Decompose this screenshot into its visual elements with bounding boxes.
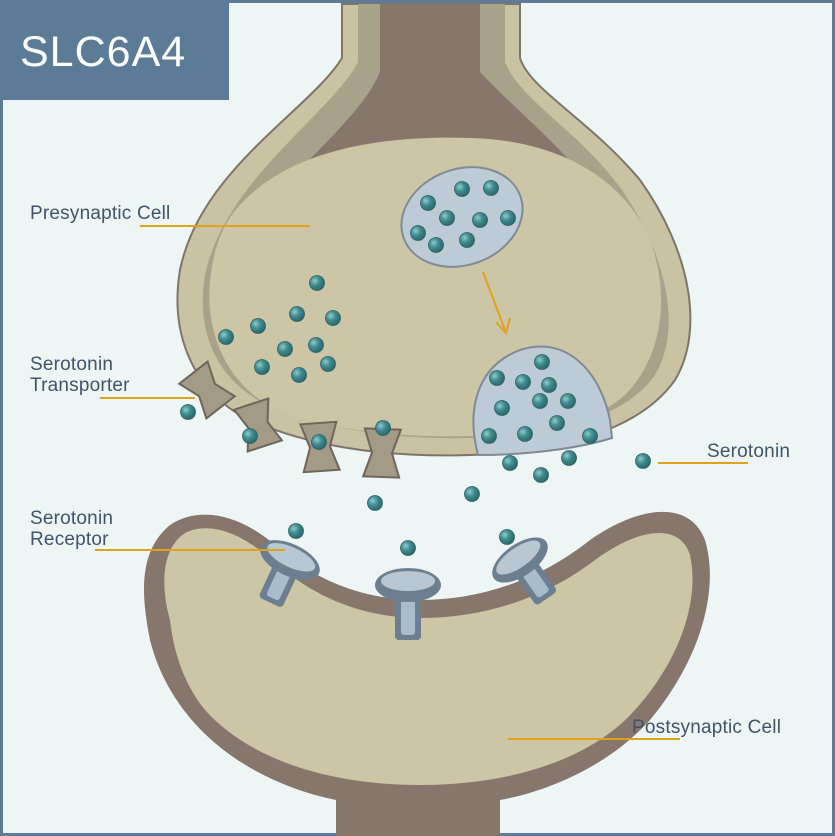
serotonin-molecule <box>499 529 515 545</box>
serotonin-molecule <box>454 181 470 197</box>
postsynaptic-cell-label: Postsynaptic Cell <box>632 717 781 738</box>
serotonin-molecule <box>400 540 416 556</box>
receptor-label-line2: Receptor <box>30 529 109 550</box>
receptor-label-line1: Serotonin <box>30 508 113 529</box>
transporter-label-line1: Serotonin <box>30 354 113 375</box>
serotonin-molecule <box>635 453 651 469</box>
serotonin-molecule <box>534 354 550 370</box>
serotonin-molecule <box>459 232 475 248</box>
serotonin-molecule <box>320 356 336 372</box>
release-arrow <box>482 271 511 336</box>
serotonin-molecule <box>289 306 305 322</box>
serotonin-molecule <box>291 367 307 383</box>
presynaptic-cell-label: Presynaptic Cell <box>30 203 170 224</box>
serotonin-molecule <box>439 210 455 226</box>
serotonin-molecule <box>561 450 577 466</box>
transporter-icon <box>177 359 237 421</box>
serotonin-molecule <box>494 400 510 416</box>
serotonin-molecule <box>180 404 196 420</box>
serotonin-molecule <box>218 329 234 345</box>
leader-lines <box>95 225 748 740</box>
serotonin-molecule <box>532 393 548 409</box>
serotonin-molecule <box>582 428 598 444</box>
serotonin-molecule <box>489 370 505 386</box>
page-title: SLC6A4 <box>20 28 186 76</box>
serotonin-molecule <box>242 428 258 444</box>
serotonin-molecule <box>517 426 533 442</box>
receptor-icon <box>492 537 557 605</box>
serotonin-molecule <box>250 318 266 334</box>
serotonin-molecule <box>515 374 531 390</box>
transporter-label-line2: Transporter <box>30 375 130 396</box>
serotonin-molecule <box>375 420 391 436</box>
serotonin-molecule <box>560 393 576 409</box>
serotonin-transporters <box>177 359 403 479</box>
serotonin-molecule <box>420 195 436 211</box>
serotonin-molecule <box>549 415 565 431</box>
serotonin-molecules <box>180 180 651 556</box>
transporter-icon <box>361 427 403 479</box>
serotonin-molecule <box>311 434 327 450</box>
serotonin-label: Serotonin <box>707 441 790 462</box>
transporter-icon <box>232 397 284 453</box>
title-box <box>0 0 229 100</box>
serotonin-molecule <box>410 225 426 241</box>
receptor-icon <box>375 568 441 640</box>
serotonin-molecule <box>288 523 304 539</box>
serotonin-molecule <box>325 310 341 326</box>
serotonin-molecule <box>533 467 549 483</box>
serotonin-molecule <box>277 341 293 357</box>
serotonin-molecule <box>254 359 270 375</box>
serotonin-molecule <box>541 377 557 393</box>
serotonin-molecule <box>309 275 325 291</box>
serotonin-molecule <box>483 180 499 196</box>
serotonin-molecule <box>472 212 488 228</box>
serotonin-molecule <box>367 495 383 511</box>
serotonin-molecule <box>428 237 444 253</box>
serotonin-receptors <box>259 537 557 640</box>
serotonin-molecule <box>500 210 516 226</box>
serotonin-molecule <box>308 337 324 353</box>
serotonin-molecule <box>481 428 497 444</box>
serotonin-molecule <box>502 455 518 471</box>
serotonin-molecule <box>464 486 480 502</box>
